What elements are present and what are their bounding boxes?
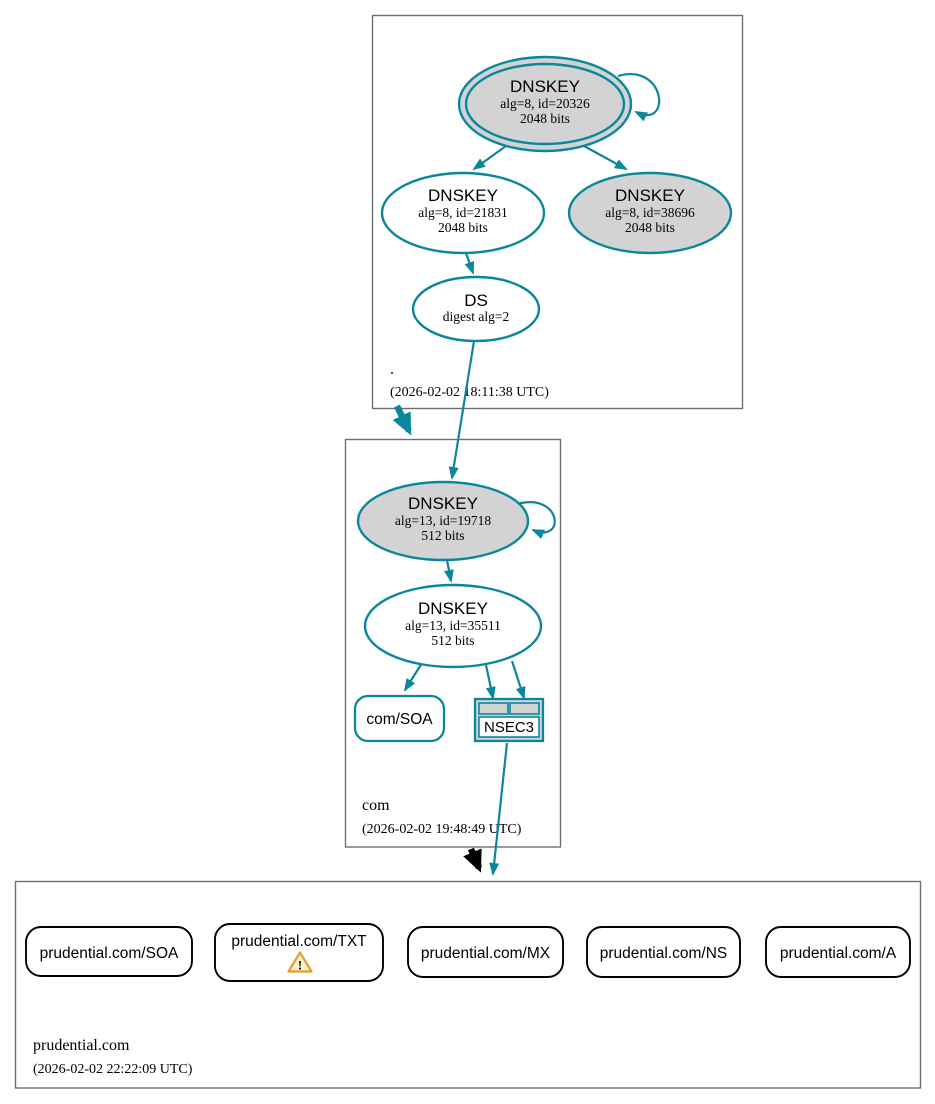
zone-com-box <box>344 438 562 848</box>
nsec3-cell-left <box>478 702 509 715</box>
nsec3-cell-right <box>509 702 540 715</box>
edge-com-ksk-to-zsk <box>444 559 454 583</box>
zone-com-timestamp: (2026-02-02 19:48:49 UTC) <box>362 822 522 837</box>
zone-root-box <box>371 14 744 410</box>
zone-com-label: com <box>362 797 390 814</box>
prudential-soa-label: prudential.com/SOA <box>40 945 179 962</box>
edge-root-zsk-to-ds <box>464 252 475 275</box>
node-com-soa: com/SOA <box>353 694 446 743</box>
prudential-mx-label: prudential.com/MX <box>421 945 551 962</box>
root-ksk-bits: 2048 bits <box>520 111 570 126</box>
node-root-dnskey-38696: DNSKEY alg=8, id=38696 2048 bits <box>567 171 733 255</box>
edge-root-to-com-delegation <box>392 404 412 436</box>
node-prudential-soa: prudential.com/SOA <box>25 926 193 977</box>
com-ksk-alg: alg=13, id=19718 <box>395 513 491 528</box>
root-zsk-bits: 2048 bits <box>438 220 488 235</box>
node-com-ksk-ellipse <box>356 480 530 562</box>
edge-root-ksk-to-key38696 <box>583 145 628 170</box>
node-root-ksk-outer-ring <box>457 55 633 153</box>
warning-triangle <box>287 951 313 973</box>
edge-com-zsk-to-nsec3-right <box>510 660 526 700</box>
com-zsk-bits: 512 bits <box>431 633 474 648</box>
root-ksk-alg: alg=8, id=20326 <box>500 96 590 111</box>
root-ds-digest: digest alg=2 <box>443 309 509 324</box>
node-com-dnskey-19718: DNSKEY alg=13, id=19718 512 bits <box>356 480 530 562</box>
node-prudential-mx-rect <box>407 926 564 978</box>
edge-com-zsk-to-nsec3-left <box>484 664 496 700</box>
node-com-zsk-ellipse <box>363 583 543 669</box>
node-prudential-a-rect <box>765 926 911 978</box>
nsec3-label: NSEC3 <box>484 719 534 736</box>
edge-com-zsk-to-soa <box>403 662 423 692</box>
node-com-nsec3: NSEC3 <box>473 697 545 743</box>
node-prudential-ns: prudential.com/NS <box>586 926 741 978</box>
node-com-dnskey-35511: DNSKEY alg=13, id=35511 512 bits <box>363 583 543 669</box>
prudential-a-label: prudential.com/A <box>780 945 897 962</box>
com-zsk-alg: alg=13, id=35511 <box>405 618 501 633</box>
root-zsk-alg: alg=8, id=21831 <box>418 205 507 220</box>
edge-com-ksk-selfsign <box>516 501 556 539</box>
root-key38696-bits: 2048 bits <box>625 220 675 235</box>
node-root-zsk-ellipse <box>380 171 546 255</box>
warning-icon: ! <box>287 951 313 973</box>
node-prudential-a: prudential.com/A <box>765 926 911 978</box>
node-prudential-ns-rect <box>586 926 741 978</box>
edge-root-ksk-to-zsk <box>472 145 507 171</box>
com-ksk-title: DNSKEY <box>408 494 478 513</box>
prudential-txt-label: prudential.com/TXT <box>231 933 367 950</box>
root-key38696-alg: alg=8, id=38696 <box>605 205 695 220</box>
root-ksk-title: DNSKEY <box>510 77 580 96</box>
zone-root-timestamp: (2026-02-02 18:11:38 UTC) <box>390 385 549 400</box>
node-root-ksk-inner-ring <box>464 62 626 146</box>
edge-com-nsec3-to-prudential <box>489 742 509 876</box>
node-root-dnskey-20326: DNSKEY alg=8, id=20326 2048 bits <box>457 55 633 153</box>
zone-prudential-label: prudential.com <box>33 1037 130 1054</box>
root-key38696-title: DNSKEY <box>615 186 685 205</box>
zone-prudential: prudential.com/SOA prudential.com/TXT ! … <box>14 880 922 1089</box>
com-soa-label: com/SOA <box>366 711 433 728</box>
zone-root-label: . <box>390 361 394 378</box>
root-ds-title: DS <box>464 291 488 310</box>
node-prudential-txt: prudential.com/TXT ! <box>214 923 384 982</box>
edge-root-ksk-selfsign <box>617 73 661 122</box>
node-prudential-soa-rect <box>25 926 193 977</box>
node-root-key38696-ellipse <box>567 171 733 255</box>
node-prudential-mx: prudential.com/MX <box>407 926 564 978</box>
node-root-dnskey-21831: DNSKEY alg=8, id=21831 2048 bits <box>380 171 546 255</box>
edge-com-to-prudential-delegation <box>463 847 482 873</box>
zone-root: DNSKEY alg=8, id=20326 2048 bits DNSKEY … <box>371 14 744 410</box>
zone-com: DNSKEY alg=13, id=19718 512 bits DNSKEY … <box>344 438 562 848</box>
com-ksk-bits: 512 bits <box>421 528 464 543</box>
nsec3-label-cell <box>478 716 540 738</box>
zone-prudential-timestamp: (2026-02-02 22:22:09 UTC) <box>33 1062 193 1077</box>
com-zsk-title: DNSKEY <box>418 599 488 618</box>
warning-exclamation: ! <box>298 958 302 973</box>
node-root-ds: DS digest alg=2 <box>411 275 541 343</box>
root-zsk-title: DNSKEY <box>428 186 498 205</box>
node-com-soa-rect <box>353 694 446 743</box>
edge-root-ds-to-com-ksk <box>448 340 476 480</box>
prudential-ns-label: prudential.com/NS <box>600 945 728 962</box>
node-root-ds-ellipse <box>411 275 541 343</box>
zone-prudential-box <box>14 880 922 1089</box>
